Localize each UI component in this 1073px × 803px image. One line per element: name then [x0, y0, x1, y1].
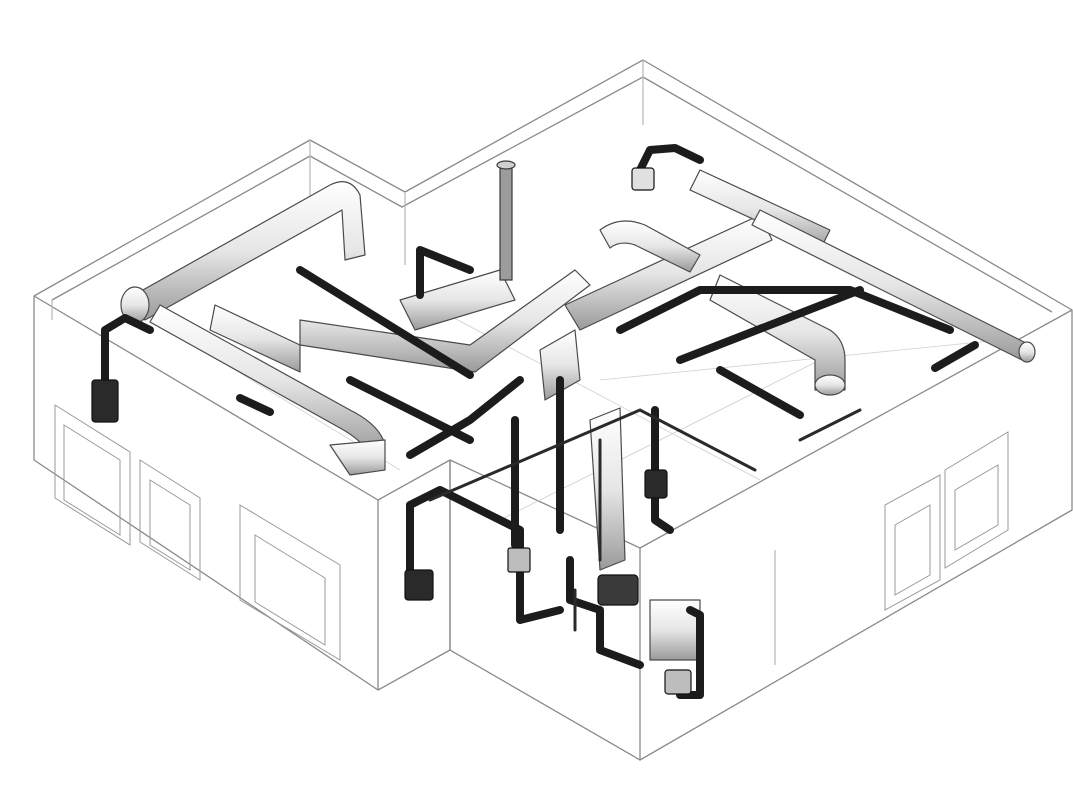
pipe-lower-loop	[566, 556, 644, 669]
duct-left-mid	[209, 304, 301, 373]
wall-top-inner	[51, 76, 1053, 313]
pipe-back-center	[416, 246, 474, 299]
pipe-top-right-elbow	[636, 144, 704, 174]
duct-center-upper	[399, 269, 516, 331]
pipe-center-riser	[651, 406, 674, 534]
pipe-left-run	[406, 376, 524, 459]
pipe-left-horizontal	[296, 266, 474, 379]
duct-fan-box	[539, 329, 581, 401]
pipe-right-long	[616, 286, 954, 334]
window-right-2	[944, 431, 1009, 569]
window-right-1	[884, 474, 941, 611]
box-lower-center	[507, 547, 531, 573]
duct-return-left	[329, 439, 386, 476]
duct-center-main	[299, 269, 591, 373]
pipe-lower-left	[406, 486, 564, 624]
pipe-right-down	[716, 366, 804, 419]
equipment	[91, 167, 692, 695]
black-piping	[101, 144, 979, 699]
supply-ductwork	[120, 169, 1036, 661]
duct-down-center	[589, 407, 626, 571]
duct-left-upper	[124, 181, 366, 321]
duct-top-loop	[599, 220, 701, 273]
pipe-right-end	[931, 341, 979, 372]
pump	[644, 469, 668, 499]
valve-cluster	[597, 574, 639, 606]
window-left-2	[139, 459, 201, 581]
pipe-lower-right-loop	[676, 606, 704, 699]
floor-lines	[119, 299, 1001, 521]
window-left-3	[239, 504, 341, 661]
vent-stack	[496, 160, 516, 281]
duct-right-trunk	[564, 214, 773, 331]
fitting-right	[664, 669, 692, 695]
duct-right-branch	[709, 274, 846, 391]
window-left-1	[54, 404, 131, 546]
thin-piping	[428, 408, 862, 632]
building-walls	[33, 59, 1073, 761]
wall-left-front	[33, 296, 379, 691]
pipe-right-branch	[676, 286, 864, 364]
unit-lower	[404, 569, 434, 601]
wall-right-front	[639, 309, 1073, 761]
wall-openings	[54, 404, 1009, 661]
pipe-left-riser	[101, 314, 154, 389]
cap-top-right	[631, 167, 655, 191]
pipe-left-lower	[236, 394, 274, 416]
unit-left	[91, 379, 119, 423]
